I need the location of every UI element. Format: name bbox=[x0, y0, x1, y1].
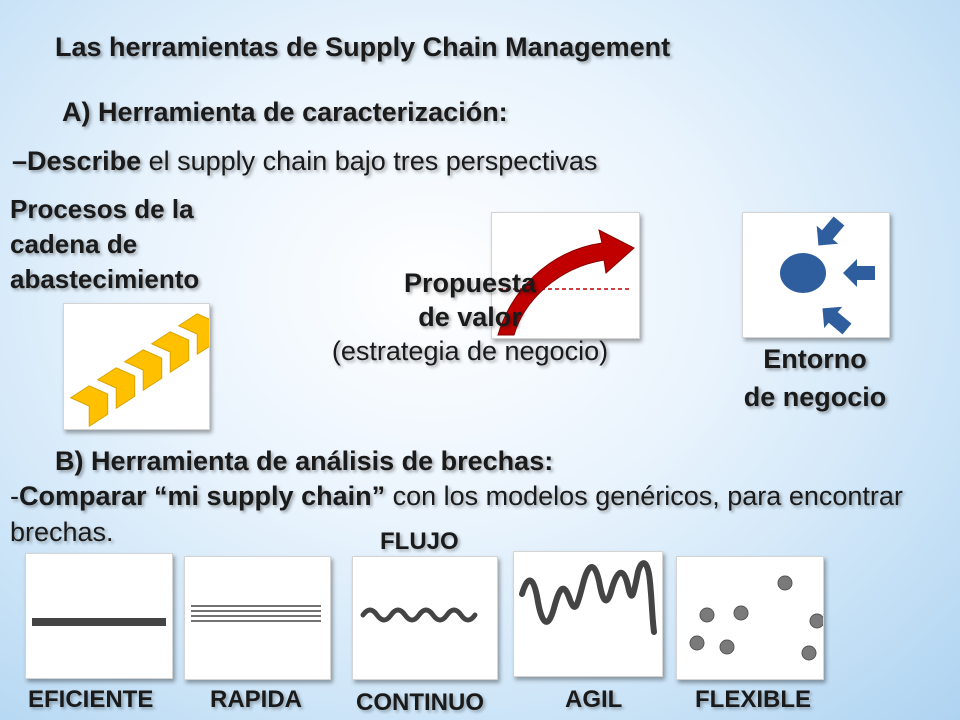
describe-rest: el supply chain bajo tres perspectivas bbox=[141, 146, 598, 176]
propuesta-line-2: de valor bbox=[418, 302, 522, 332]
flujo-label: FLUJO bbox=[380, 528, 459, 555]
entorno-label: Entorno de negocio bbox=[700, 340, 930, 416]
procesos-line-3: abastecimiento bbox=[10, 264, 200, 294]
propuesta-line-1: Propuesta bbox=[403, 268, 537, 298]
environment-image bbox=[742, 212, 890, 338]
converging-arrows-icon bbox=[780, 216, 875, 335]
estrategia-text: (estrategia de negocio) bbox=[331, 336, 609, 366]
erratic-wave-icon bbox=[519, 560, 657, 635]
describe-line: –Describe el supply chain bajo tres pers… bbox=[12, 146, 597, 177]
compare-bold: Comparar “mi supply chain” bbox=[19, 481, 386, 511]
model-continuo-image bbox=[352, 556, 498, 680]
model-rapida-image bbox=[184, 556, 331, 680]
model-label-flexible: FLEXIBLE bbox=[695, 686, 812, 713]
parallel-lines-icon bbox=[191, 605, 321, 622]
model-label-rapida: RAPIDA bbox=[210, 686, 303, 713]
procesos-label: Procesos de la cadena de abastecimiento bbox=[10, 192, 199, 297]
section-b-heading: B) Herramienta de análisis de brechas: bbox=[55, 446, 554, 476]
value-arrow-image bbox=[491, 212, 640, 339]
compare-line: -Comparar “mi supply chain” con los mode… bbox=[10, 478, 950, 550]
small-wave-icon bbox=[360, 607, 478, 623]
process-chevrons-image bbox=[63, 303, 210, 430]
model-eficiente-image bbox=[25, 553, 173, 679]
propuesta-label: Propuesta de valor (estrategia de negoci… bbox=[300, 266, 640, 368]
describe-bold: –Describe bbox=[12, 146, 142, 176]
compare-dash: - bbox=[10, 481, 19, 511]
compare-rest: con los modelos genéricos, para encontra… bbox=[10, 481, 903, 547]
procesos-line-1: Procesos de la bbox=[10, 194, 194, 224]
section-a-heading: A) Herramienta de caracterización: bbox=[62, 97, 508, 127]
chevrons-icon bbox=[69, 313, 209, 428]
entorno-line-2: de negocio bbox=[743, 382, 887, 412]
slide-title: Las herramientas de Supply Chain Managem… bbox=[55, 32, 671, 62]
model-flexible-image bbox=[676, 556, 824, 680]
procesos-line-2: cadena de bbox=[10, 229, 138, 259]
thick-line-icon bbox=[32, 618, 166, 626]
rising-arrow-icon bbox=[492, 229, 635, 336]
model-agil-image bbox=[513, 551, 663, 677]
model-label-agil: AGIL bbox=[565, 686, 623, 713]
model-label-eficiente: EFICIENTE bbox=[28, 686, 154, 713]
model-label-continuo: CONTINUO bbox=[356, 689, 484, 716]
entorno-line-1: Entorno bbox=[763, 344, 867, 374]
scattered-dots-icon bbox=[689, 575, 823, 661]
